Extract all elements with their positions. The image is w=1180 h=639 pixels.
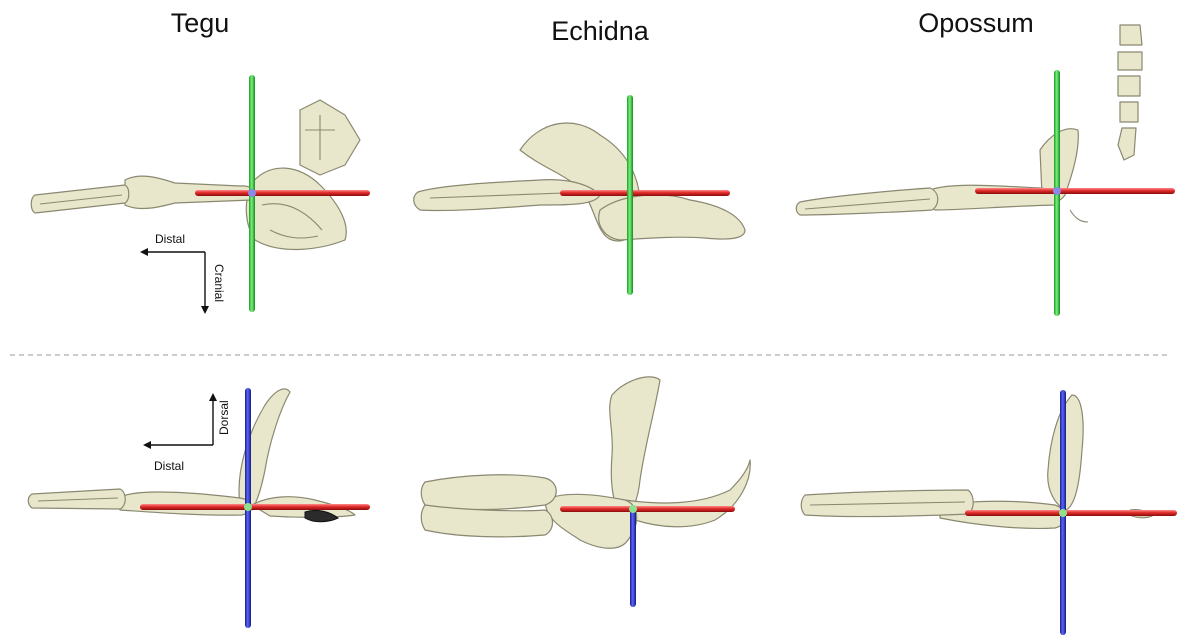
echidna-joint-center-side <box>629 505 637 513</box>
label-distal-top: Distal <box>155 232 185 246</box>
side-direction-indicator: Dorsal Distal <box>143 393 231 473</box>
echidna-x-axis-top <box>560 190 730 196</box>
opossum-joint-center-top <box>1053 187 1061 195</box>
opossum-vertebrae-top <box>1118 25 1142 160</box>
opossum-x-axis-side <box>965 510 1177 516</box>
echidna-ulna-side <box>421 505 552 537</box>
echidna-z-axis-side <box>630 505 636 607</box>
tegu-tibia-top <box>31 185 129 213</box>
top-direction-indicator: Distal Cranial <box>140 232 226 314</box>
echidna-side-view <box>421 377 750 548</box>
echidna-top-view <box>414 123 745 241</box>
opossum-side-view <box>801 395 1152 528</box>
echidna-pelvis-top <box>599 195 745 240</box>
echidna-scapula-side <box>610 377 660 515</box>
opossum-x-axis-top <box>975 188 1175 194</box>
echidna-y-axis-top <box>627 95 633 295</box>
tegu-femur-side <box>120 492 252 515</box>
label-cranial: Cranial <box>212 264 226 302</box>
echidna-coracoid-side <box>625 460 750 527</box>
tegu-joint-center-side <box>244 503 252 511</box>
tegu-side-view <box>28 389 355 522</box>
tegu-x-axis-side <box>140 504 370 510</box>
tegu-x-axis-top <box>195 190 370 196</box>
opossum-joint-center-side <box>1059 509 1067 517</box>
label-distal-bottom: Distal <box>154 459 184 473</box>
label-dorsal: Dorsal <box>217 400 231 435</box>
echidna-x-axis-side <box>560 506 735 512</box>
tegu-joint-center-top <box>248 189 256 197</box>
tegu-top-view <box>31 100 360 249</box>
title-tegu: Tegu <box>171 8 230 38</box>
title-opossum: Opossum <box>918 8 1034 38</box>
title-echidna: Echidna <box>551 16 650 46</box>
echidna-radius-side <box>421 475 556 510</box>
echidna-humerus-side <box>545 494 637 548</box>
opossum-radius-top <box>796 188 938 215</box>
tegu-pelvis-top <box>300 100 360 175</box>
